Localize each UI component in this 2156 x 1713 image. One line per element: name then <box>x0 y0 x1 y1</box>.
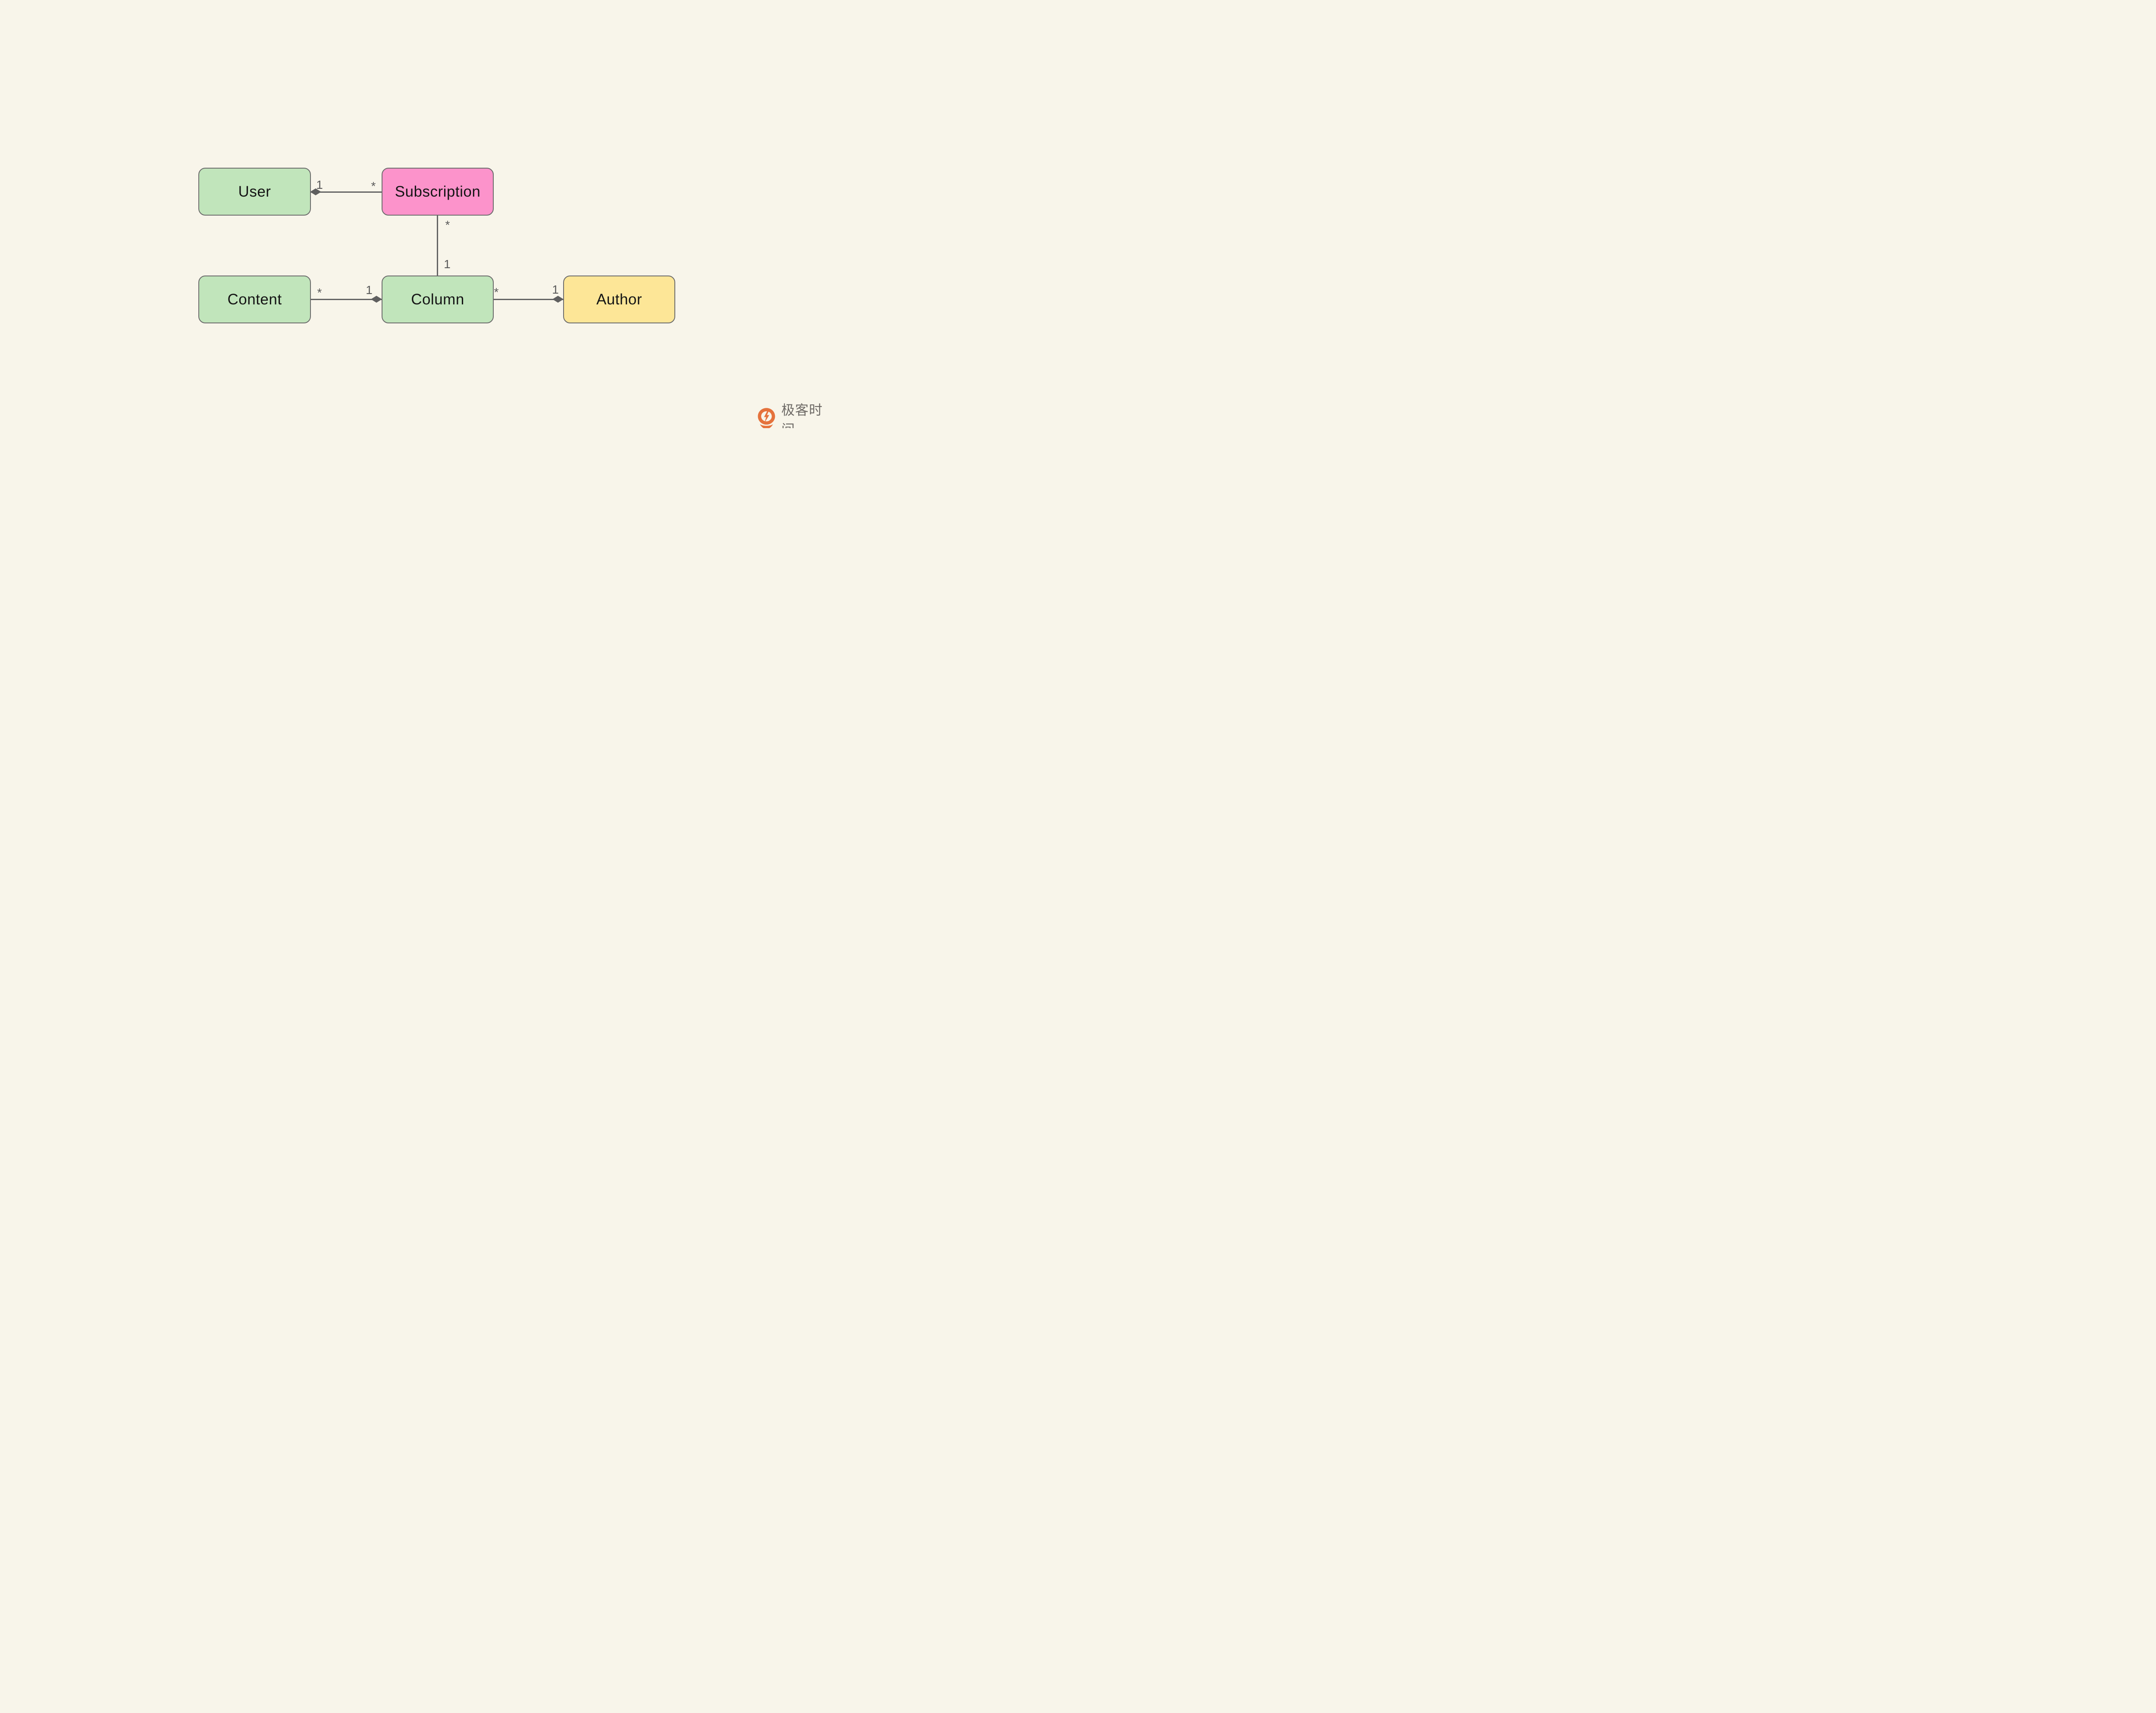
entity-author: Author <box>563 276 675 323</box>
geektime-logo: 极客时间 <box>755 399 834 428</box>
multiplicity-subscription-column-at-column: 1 <box>444 257 451 271</box>
multiplicity-content-column-at-column: 1 <box>366 283 373 297</box>
composition-diamond-icon-author-end <box>552 296 564 303</box>
entity-content-label: Content <box>227 291 282 308</box>
entity-subscription: Subscription <box>382 168 494 216</box>
entity-column-label: Column <box>411 291 464 308</box>
entity-content: Content <box>198 276 311 323</box>
diagram-canvas: 1 * * 1 * 1 * 1 User Subscription Conten… <box>0 0 834 428</box>
multiplicity-subscription-column-at-subscription: * <box>445 218 450 232</box>
brand-name: 极客时间 <box>781 403 823 428</box>
connector-content-column <box>311 299 382 300</box>
entity-column: Column <box>382 276 494 323</box>
entity-author-label: Author <box>596 291 642 308</box>
entity-subscription-label: Subscription <box>395 183 481 200</box>
entity-user-label: User <box>238 183 271 200</box>
multiplicity-user-subscription-at-subscription: * <box>371 179 376 193</box>
multiplicity-content-column-at-content: * <box>317 286 322 299</box>
connector-column-author <box>494 299 563 300</box>
multiplicity-column-author-at-author: 1 <box>552 283 559 296</box>
entity-user: User <box>198 168 311 216</box>
connector-user-subscription <box>311 191 382 193</box>
composition-diamond-icon-column-end <box>371 296 382 303</box>
multiplicity-user-subscription-at-user: 1 <box>316 178 323 191</box>
connector-subscription-column <box>437 216 438 276</box>
multiplicity-column-author-at-column: * <box>494 285 499 299</box>
geektime-icon <box>758 408 775 428</box>
composition-diamond-icon-user-end <box>310 188 321 195</box>
